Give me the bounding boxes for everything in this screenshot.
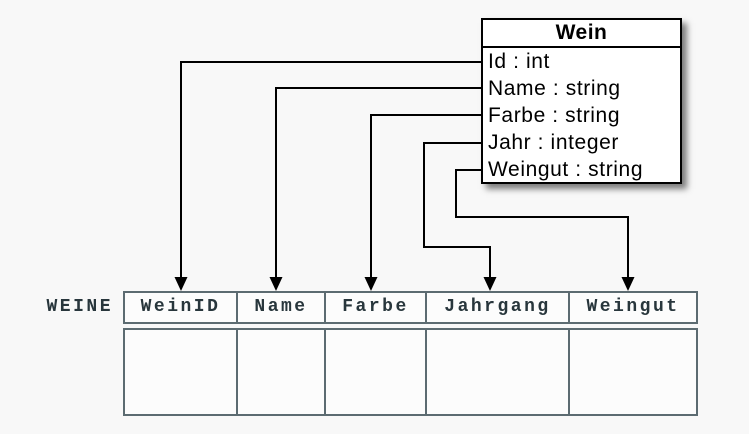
arrowhead-down-icon — [621, 277, 635, 291]
body-cell-jahrgang — [425, 330, 568, 414]
class-attribute-farbe: Farbe : string — [488, 104, 621, 127]
table-name-label: WEINE — [46, 297, 113, 317]
table-header-row: WeinID Name Farbe Jahrgang Weingut — [123, 291, 698, 324]
table-body-row — [123, 328, 698, 416]
uml-class-box: Wein Id : int Name : string Farbe : stri… — [481, 18, 682, 184]
class-attribute-list: Id : int Name : string Farbe : string Ja… — [483, 48, 680, 183]
arrowhead-down-icon — [174, 277, 188, 291]
connector-id-to-weinid — [180, 61, 483, 278]
class-title: Wein — [483, 20, 680, 48]
arrowhead-down-icon — [364, 277, 378, 291]
column-header-jahrgang: Jahrgang — [425, 293, 568, 322]
column-header-name: Name — [236, 293, 324, 322]
class-attribute-weingut: Weingut : string — [488, 158, 644, 181]
class-attribute-name: Name : string — [488, 77, 621, 100]
connector-name-to-name — [275, 87, 483, 278]
body-cell-weinid — [125, 330, 236, 414]
column-header-farbe: Farbe — [324, 293, 425, 322]
class-attribute-id: Id : int — [488, 50, 550, 73]
arrowhead-down-icon — [483, 277, 497, 291]
connector-jahr-to-jahrgang — [423, 142, 491, 278]
column-header-weinid: WeinID — [140, 297, 221, 317]
connector-weingut-to-weingut — [455, 169, 629, 278]
connector-farbe-to-farbe — [370, 114, 483, 278]
column-header-weingut: Weingut — [568, 293, 696, 322]
body-cell-weingut — [568, 330, 696, 414]
arrowhead-down-icon — [269, 277, 283, 291]
class-attribute-jahr: Jahr : integer — [488, 131, 619, 154]
body-cell-farbe — [324, 330, 425, 414]
body-cell-name — [236, 330, 324, 414]
